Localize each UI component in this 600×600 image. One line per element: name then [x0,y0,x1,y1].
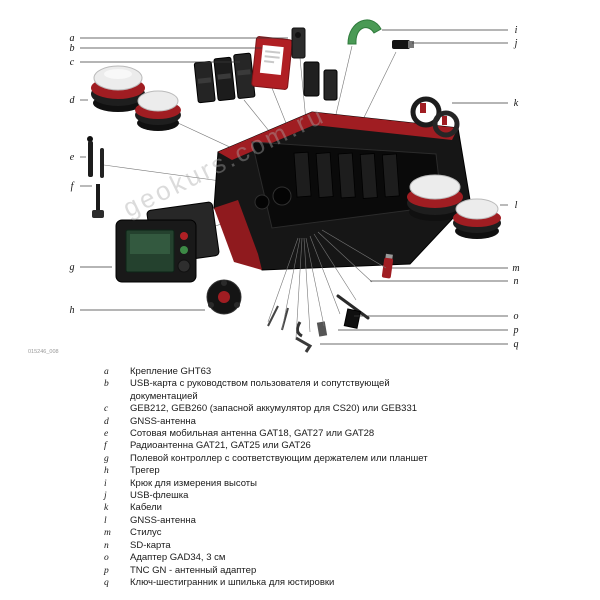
legend-letter: p [104,565,109,576]
cable-coil [410,96,460,138]
legend-row-m: m Стилус [104,527,446,539]
legend-row-a: a Крепление GHT63 [104,366,446,378]
legend-letter: d [104,416,109,427]
gnss-antenna-left-group [91,65,181,131]
legend-letter: g [104,453,109,464]
height-hook [347,19,382,45]
legend-letter: m [104,528,111,539]
legend-letter: n [104,540,109,551]
legend-letter: h [104,466,109,477]
callout-letter-o: o [514,311,519,322]
battery-group [193,52,256,104]
usb-doc-card [251,36,293,90]
legend-row-l: l GNSS-антенна [104,515,446,527]
stylus [336,294,370,320]
legend-letter: k [104,503,109,514]
legend-row-i: i Крюк для измерения высоты [104,478,446,490]
legend-text: Трегер [130,465,160,477]
legend-row-n: n SD-карта [104,540,446,552]
legend-text: USB-флешка [130,490,189,502]
callout-letter-h: h [70,305,75,316]
legend-text: GNSS-антенна [130,514,196,526]
small-parts-group [267,253,394,353]
legend-letter: b [104,379,109,390]
legend-row-k: k Кабели [104,502,446,514]
adjust-pin [267,305,279,327]
adapter-gad34 [381,253,394,279]
legend-text: Сотовая мобильная антенна GAT18, GAT27 и… [130,428,375,440]
legend-row-e: e Сотовая мобильная антенна GAT18, GAT27 … [104,428,446,440]
legend-letter: e [104,429,109,440]
legend-letter: c [104,404,109,415]
legend-letter: i [104,478,107,489]
legend-row-o: o Адаптер GAD34, 3 см [104,552,446,564]
legend-row-g: g Полевой контроллер с соответствующим де… [104,453,446,465]
legend-text: Кабели [130,502,162,514]
legend-row-p: p TNC GN - антенный адаптер [104,565,446,577]
legend-text: GEB212, GEB260 (запасной аккумулятор для… [130,403,418,415]
callout-letter-f: f [71,181,75,192]
hook-pin [295,321,303,338]
legend-text: TNC GN - антенный адаптер [130,564,257,576]
legend-row-h: h Трегер [104,465,446,477]
legend-row-j: j USB-флешка [104,490,446,502]
field-controller [115,201,220,283]
legend-text: Адаптер GAD34, 3 см [130,552,226,564]
transport-case [213,111,471,271]
callout-letter-i: i [515,25,518,36]
hex-key [295,336,313,353]
callout-letter-m: m [512,263,519,274]
legend-row-q: q Ключ-шестигранник и шпилька для юстиров… [104,577,446,589]
cellular-antenna [87,136,104,178]
callout-letter-k: k [514,98,519,109]
callout-letter-l: l [515,200,518,211]
legend-letter: q [104,577,109,588]
callout-letter-c: c [70,57,75,68]
usb-stick [392,40,414,49]
legend-text: GNSS-антенна [130,415,196,427]
legend-letter: f [104,441,107,452]
radio-antenna [92,184,104,218]
legend-letter: o [104,553,109,564]
legend-row-c: c GEB212, GEB260 (запасной аккумулятор дл… [104,403,446,415]
callout-layer: abc d e f g h ij k l mn opq [70,25,520,350]
bracket-ght63 [291,27,338,101]
legend-text: Крепление GHT63 [130,366,212,377]
callout-letter-d: d [70,95,76,106]
callout-letter-q: q [514,339,519,350]
legend-text: SD-карта [130,539,171,551]
gnss-antenna-right-group [407,174,501,239]
legend-letter: j [104,491,107,502]
parts-legend: a Крепление GHT63 b USB-карта с руководство… [104,366,446,589]
legend-text: Полевой контроллер с соответствующим дер… [130,452,428,464]
figure-id: 015246_008 [28,349,59,355]
tribrach [206,279,242,315]
diagram-svg: abc d e f g h ij k l mn opq [70,19,520,353]
legend-row-f: f Радиоантенна GAT21, GAT25 или GAT26 [104,440,446,452]
callout-letter-b: b [70,43,75,54]
spoke-lines [267,229,387,339]
legend-text: Стилус [130,527,162,539]
legend-letter: a [104,367,109,377]
callout-letter-g: g [70,262,75,273]
legend-text: Радиоантенна GAT21, GAT25 или GAT26 [130,440,311,452]
callout-letter-j: j [513,38,518,49]
legend-text: Крюк для измерения высоты [130,477,257,489]
callout-letter-p: p [513,325,519,336]
legend-text: Ключ-шестигранник и шпилька для юстировк… [130,576,335,588]
callout-letter-n: n [514,276,519,287]
legend-row-b: b USB-карта с руководством пользователя и… [104,378,446,403]
callout-letter-a: a [70,33,75,44]
callout-letter-e: e [70,152,75,163]
legend-text: USB-карта с руководством пользователя и … [130,378,390,402]
legend-letter: l [104,515,107,526]
tnc-adapter [316,321,328,337]
legend-row-d: d GNSS-антенна [104,416,446,428]
sd-card [343,308,362,329]
